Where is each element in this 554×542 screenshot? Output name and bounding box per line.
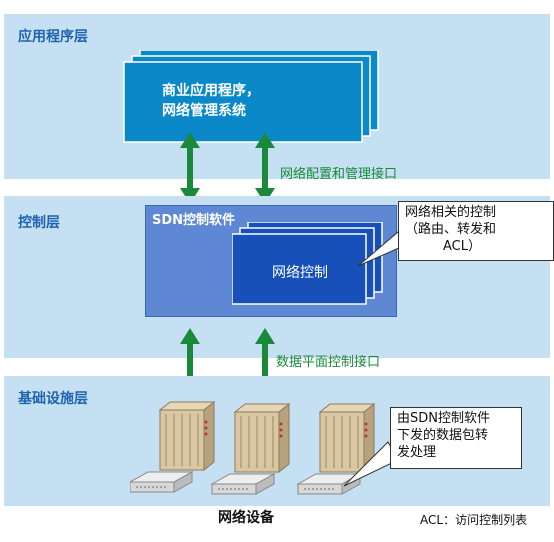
application-box-line-1: 商业应用程序， [162, 83, 260, 99]
control-callout-line-2: （路由、转发和 [405, 222, 497, 237]
application-box-stack [123, 50, 379, 143]
switch-icon [211, 473, 275, 495]
router-icon [234, 403, 290, 473]
double-arrow-icon [255, 328, 275, 408]
double-arrow-icon [255, 132, 275, 204]
forwarding-callout-line-2: 下发的数据包转 [397, 428, 489, 443]
southbound-interface-label: 数据平面控制接口 [276, 355, 381, 370]
application-box-line-2: 网络管理系统 [162, 103, 246, 119]
network-control-stack [232, 222, 383, 305]
control-callout: 网络相关的控制 （路由、转发和 ACL） [398, 201, 554, 261]
switch-icon [130, 471, 193, 493]
sdn-controller-label: SDN控制软件 [152, 213, 236, 228]
double-arrow-icon [180, 328, 200, 408]
network-control-label: 网络控制 [272, 265, 328, 281]
forwarding-callout-line-3: 发处理 [397, 445, 437, 460]
control-callout-line-3: ACL） [443, 239, 481, 254]
router-icon [159, 401, 215, 471]
control-layer-title: 控制层 [18, 215, 60, 231]
network-device-label: 网络设备 [218, 510, 274, 526]
infrastructure-layer-title: 基础设施层 [18, 391, 88, 407]
southbound-arrows [180, 328, 275, 408]
northbound-interface-label: 网络配置和管理接口 [280, 167, 398, 182]
footnote: ACL：访问控制列表 [420, 513, 528, 527]
double-arrow-icon [180, 132, 200, 204]
application-layer-title: 应用程序层 [18, 29, 88, 45]
forwarding-callout: 由SDN控制软件 下发的数据包转 发处理 [390, 407, 522, 469]
northbound-arrows [180, 132, 275, 204]
forwarding-callout-line-1: 由SDN控制软件 [397, 411, 490, 426]
control-callout-line-1: 网络相关的控制 [405, 205, 497, 220]
